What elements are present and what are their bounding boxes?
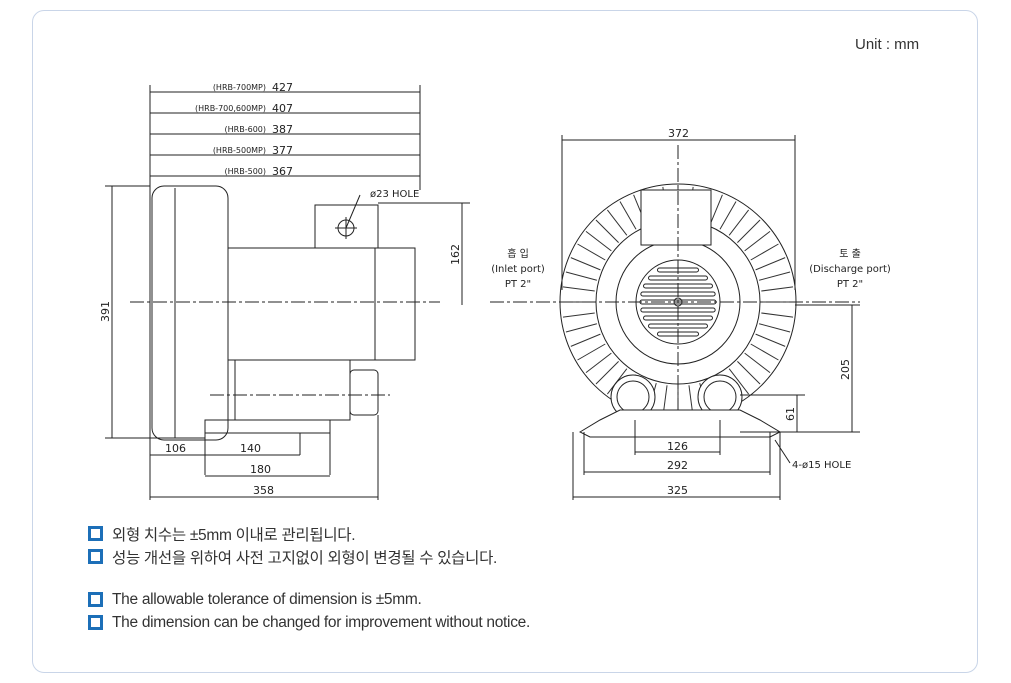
cooling-fin [577,343,606,361]
square-bullet-icon [88,526,103,541]
square-bullet-icon [88,615,103,630]
discharge-en: (Discharge port) [809,264,891,275]
dim-180: 180 [250,463,271,476]
dim-value-3: 377 [272,144,293,157]
cooling-fin [755,257,786,271]
note-item: 성능 개선을 위하여 사전 고지없이 외형이 변경될 수 있습니다. [88,545,530,568]
dim-140: 140 [240,442,261,455]
note-item: The dimension can be changed for improve… [88,611,530,634]
notes-list: 외형 치수는 ±5mm 이내로 관리됩니다. 성능 개선을 위하여 사전 고지없… [88,522,530,634]
height-dim: 391 [99,301,112,322]
cooling-fin [585,352,612,374]
dim-358: 358 [253,484,274,497]
hole-label: ø23 HOLE [370,189,419,200]
dim-value-2: 387 [272,123,293,136]
mount-hole-label: 4-ø15 HOLE [792,460,851,471]
terminal-height-dim: 162 [449,244,462,265]
cooling-fin [761,312,794,318]
cooling-fin [577,243,606,261]
cooling-fin [728,209,750,236]
cooling-fin [585,230,612,252]
note-item: 외형 치수는 ±5mm 이내로 관리됩니다. [88,522,530,545]
length-dims [150,91,420,177]
dim-value-1: 407 [272,102,293,115]
square-bullet-icon [88,592,103,607]
cooling-fin [744,230,771,252]
cooling-fin [595,219,619,243]
unit-label: Unit : mm [855,36,920,53]
cooling-fin [619,201,637,230]
discharge-size: PT 2" [837,279,863,290]
cooling-fin [595,361,619,385]
inlet-en: (Inlet port) [491,264,545,275]
dim-value-0: 427 [272,81,293,94]
cooling-fin [719,201,737,230]
cooling-fin [761,286,794,292]
front-view: 372 흡 입 (Inlet port) PT 2" 토 출 (Discharg… [490,127,891,500]
cooling-fin [750,343,779,361]
cooling-fin [737,361,761,385]
inlet-ko: 흡 입 [507,247,529,260]
dim-model-2: (HRB-600) [225,125,266,134]
port-height-dim: 61 [784,407,797,421]
cooling-fin [606,209,628,236]
cooling-fin [759,271,791,281]
cooling-fin [562,286,595,292]
cooling-fin [737,219,761,243]
dim-292: 292 [667,459,688,472]
cooling-fin [709,194,723,225]
cooling-fin [750,243,779,261]
width-dim: 372 [668,127,689,140]
dim-325: 325 [667,484,688,497]
terminal-box [314,204,379,249]
dim-126: 126 [667,440,688,453]
cooling-fin [744,352,771,374]
dim-106: 106 [165,442,186,455]
fan-casing [151,185,229,441]
square-bullet-icon [88,549,103,564]
discharge-ko: 토 출 [839,248,861,260]
cooling-fin [728,368,750,395]
center-height-dim: 205 [839,359,852,380]
cooling-fin [755,333,786,347]
dim-model-4: (HRB-500) [225,167,266,176]
cooling-fin [759,323,791,333]
cooling-fin [570,333,601,347]
note-item: The allowable tolerance of dimension is … [88,588,530,611]
motor-body [227,247,416,361]
dim-value-4: 367 [272,165,293,178]
cooling-fin [570,257,601,271]
cooling-fin [562,312,595,318]
dim-model-0: (HRB-700MP) [213,83,266,92]
cooling-fin [565,271,597,281]
dim-model-1: (HRB-700,600MP) [195,104,266,113]
dim-model-3: (HRB-500MP) [213,146,266,155]
inlet-size: PT 2" [505,279,531,290]
side-view: (HRB-700MP) (HRB-700,600MP) (HRB-600) (H… [99,81,470,500]
dimension-card [32,10,978,673]
cooling-fin [565,323,597,333]
